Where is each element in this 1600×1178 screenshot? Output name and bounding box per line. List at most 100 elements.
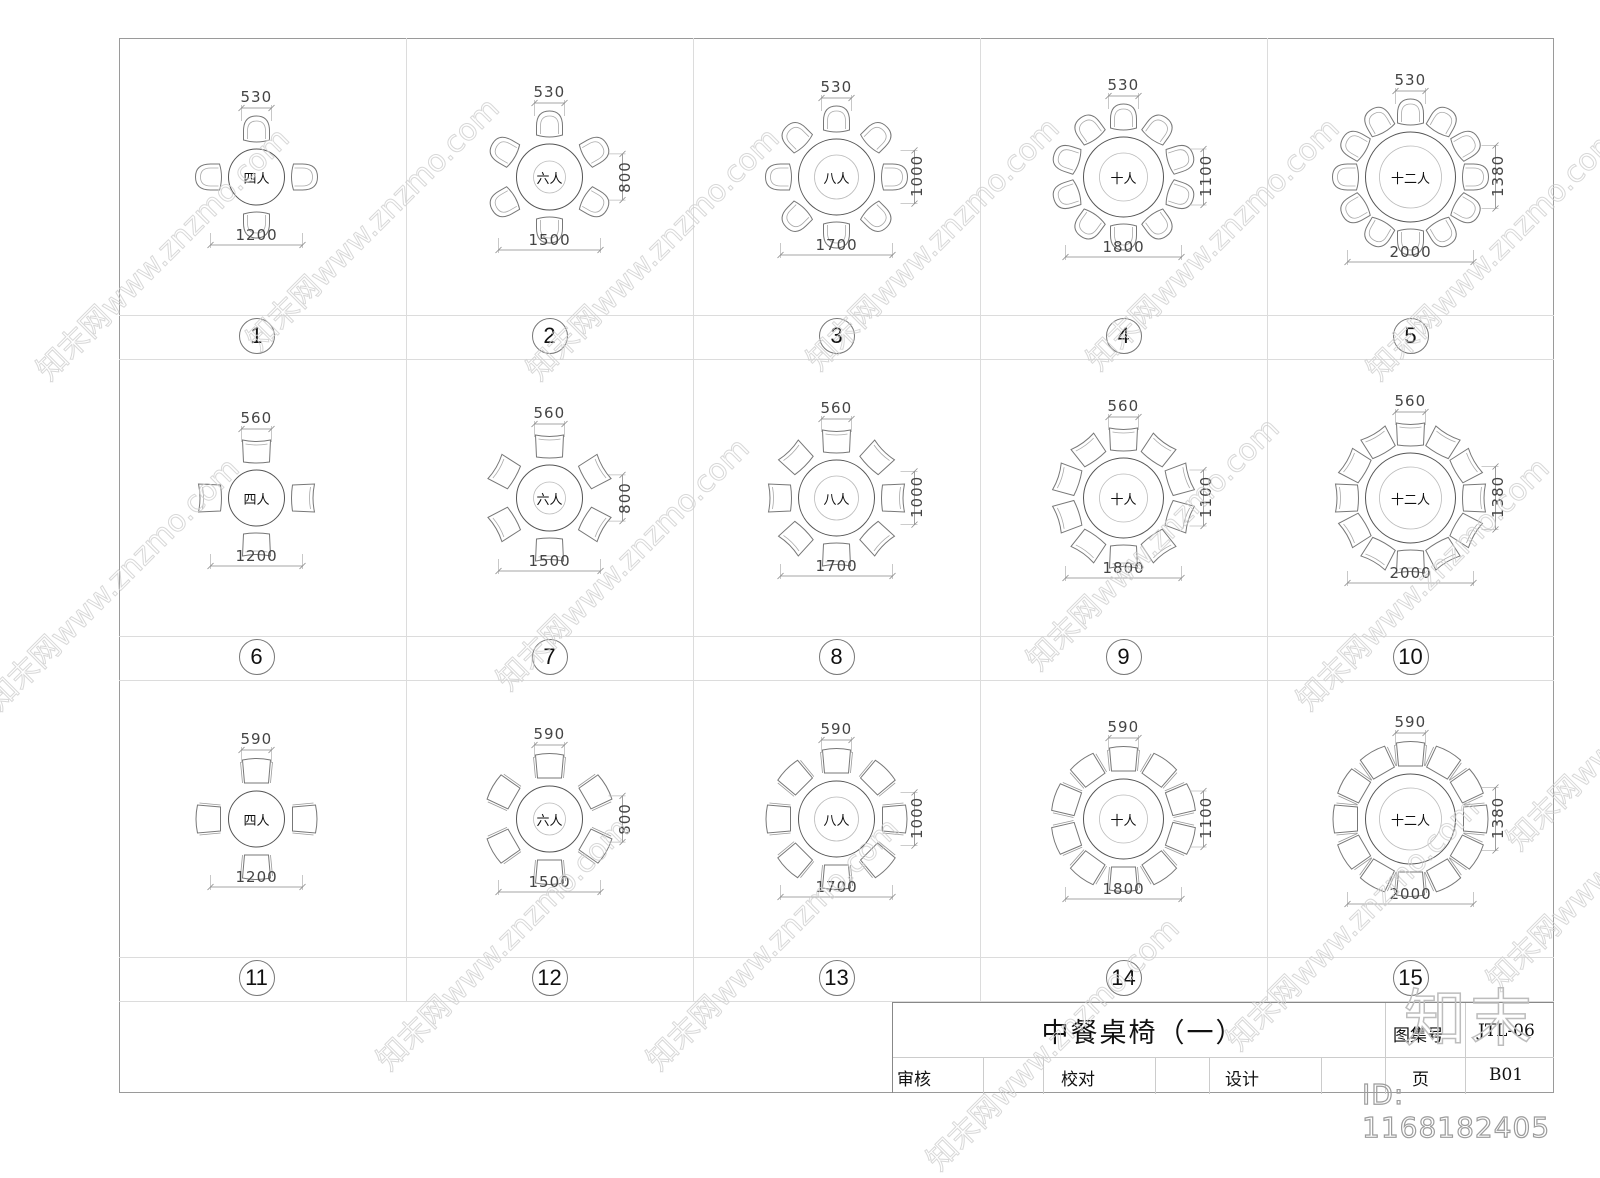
table-diameter-dimension: 2000 [1389, 564, 1432, 582]
table-diameter-dimension: 1800 [1102, 880, 1145, 898]
inner-diameter-dimension: 1100 [1196, 475, 1215, 518]
inner-diameter-dimension: 800 [615, 161, 634, 193]
seat-count-label: 六人 [536, 493, 563, 508]
table-number-badge: 2 [531, 318, 568, 354]
grid-hline [119, 1001, 1554, 1002]
chair-width-dimension: 590 [820, 720, 853, 738]
seat-count-label: 六人 [536, 172, 563, 187]
table-diameter-dimension: 1800 [1102, 238, 1145, 256]
table-diameter-dimension: 1500 [528, 552, 571, 570]
seat-count-label: 十二人 [1390, 172, 1430, 187]
page-value: B01 [1489, 1065, 1524, 1085]
page-label: 页 [1412, 1070, 1429, 1090]
table-number-badge: 8 [818, 639, 855, 675]
seat-count-label: 十人 [1110, 814, 1137, 829]
seat-count-label: 六人 [536, 814, 563, 829]
inner-diameter-dimension: 800 [615, 803, 634, 835]
inner-diameter-dimension: 1380 [1488, 796, 1507, 839]
grid-hline [119, 636, 1554, 637]
table-diameter-dimension: 1800 [1102, 559, 1145, 577]
grid-vline [980, 38, 981, 1001]
table-number-badge: 4 [1105, 318, 1142, 354]
inner-diameter-dimension: 1000 [907, 475, 926, 518]
chair-width-dimension: 590 [533, 725, 566, 743]
table-number-badge: 11 [238, 960, 275, 996]
image-id-watermark: ID: 1168182405 [1361, 1077, 1551, 1144]
chair-width-dimension: 530 [1394, 71, 1427, 89]
table-diameter-dimension: 1700 [815, 878, 858, 896]
seat-count-label: 八人 [823, 172, 850, 187]
table-diameter-dimension: 1200 [235, 226, 278, 244]
seat-count-label: 四人 [243, 172, 270, 187]
inner-diameter-dimension: 1100 [1196, 796, 1215, 839]
title-block-divider [1043, 1057, 1044, 1094]
grid-hline [119, 315, 1554, 316]
grid-vline [1267, 38, 1268, 1001]
table-diameter-dimension: 1500 [528, 873, 571, 891]
seat-count-label: 十人 [1110, 493, 1137, 508]
seat-count-label: 四人 [243, 493, 270, 508]
seat-count-label: 十人 [1110, 172, 1137, 187]
table-diameter-dimension: 2000 [1389, 243, 1432, 261]
inner-diameter-dimension: 1000 [907, 796, 926, 839]
table-diameter-dimension: 2000 [1389, 885, 1432, 903]
chair-width-dimension: 530 [1107, 76, 1140, 94]
chair-width-dimension: 560 [533, 404, 566, 422]
seat-count-label: 八人 [823, 493, 850, 508]
design-label: 设计 [1225, 1070, 1259, 1090]
table-number-badge: 3 [818, 318, 855, 354]
table-number-badge: 10 [1392, 639, 1429, 675]
table-number-badge: 12 [531, 960, 568, 996]
seat-count-label: 八人 [823, 814, 850, 829]
chair-width-dimension: 530 [240, 88, 273, 106]
title-block-divider [1155, 1057, 1156, 1094]
table-diameter-dimension: 1200 [235, 868, 278, 886]
chair-width-dimension: 560 [240, 409, 273, 427]
atlas-number-value: JTL-06 [1478, 1021, 1535, 1041]
inner-diameter-dimension: 1000 [907, 154, 926, 197]
title-block-divider [893, 1057, 1554, 1058]
table-number-badge: 5 [1392, 318, 1429, 354]
title-block-divider [1465, 1003, 1466, 1094]
chair-width-dimension: 590 [1107, 718, 1140, 736]
chair-width-dimension: 590 [240, 730, 273, 748]
title-block-divider [983, 1057, 984, 1094]
atlas-number-label: 图集号 [1393, 1026, 1444, 1046]
chair-width-dimension: 530 [820, 78, 853, 96]
drawing-title: 中餐桌椅（一） [1041, 1018, 1245, 1049]
table-number-badge: 14 [1105, 960, 1142, 996]
brand-watermark: 知末 [1403, 981, 1537, 1056]
chair-width-dimension: 590 [1394, 713, 1427, 731]
title-block-divider [1385, 1003, 1386, 1094]
seat-count-label: 十二人 [1390, 814, 1430, 829]
title-block-divider [1321, 1057, 1322, 1094]
table-diameter-dimension: 1500 [528, 231, 571, 249]
proofread-label: 校对 [1061, 1070, 1095, 1090]
review-label: 审核 [897, 1070, 931, 1090]
table-number-badge: 15 [1392, 960, 1429, 996]
inner-diameter-dimension: 800 [615, 482, 634, 514]
chair-width-dimension: 530 [533, 83, 566, 101]
table-diameter-dimension: 1700 [815, 557, 858, 575]
table-number-badge: 7 [531, 639, 568, 675]
table-number-badge: 6 [238, 639, 275, 675]
chair-width-dimension: 560 [1394, 392, 1427, 410]
grid-hline [119, 957, 1554, 958]
title-block-divider [1209, 1057, 1210, 1094]
table-diameter-dimension: 1700 [815, 236, 858, 254]
grid-hline [119, 359, 1554, 360]
table-number-badge: 13 [818, 960, 855, 996]
inner-diameter-dimension: 1100 [1196, 154, 1215, 197]
drawing-sheet [119, 38, 1554, 1093]
inner-diameter-dimension: 1380 [1488, 475, 1507, 518]
inner-diameter-dimension: 1380 [1488, 154, 1507, 197]
table-diameter-dimension: 1200 [235, 547, 278, 565]
title-block: 中餐桌椅（一） 图集号 JTL-06 审核 校对 设计 页 B01 [892, 1002, 1554, 1094]
seat-count-label: 十二人 [1390, 493, 1430, 508]
grid-vline [693, 38, 694, 1001]
table-number-badge: 9 [1105, 639, 1142, 675]
chair-width-dimension: 560 [1107, 397, 1140, 415]
chair-width-dimension: 560 [820, 399, 853, 417]
table-number-badge: 1 [238, 318, 275, 354]
grid-hline [119, 680, 1554, 681]
